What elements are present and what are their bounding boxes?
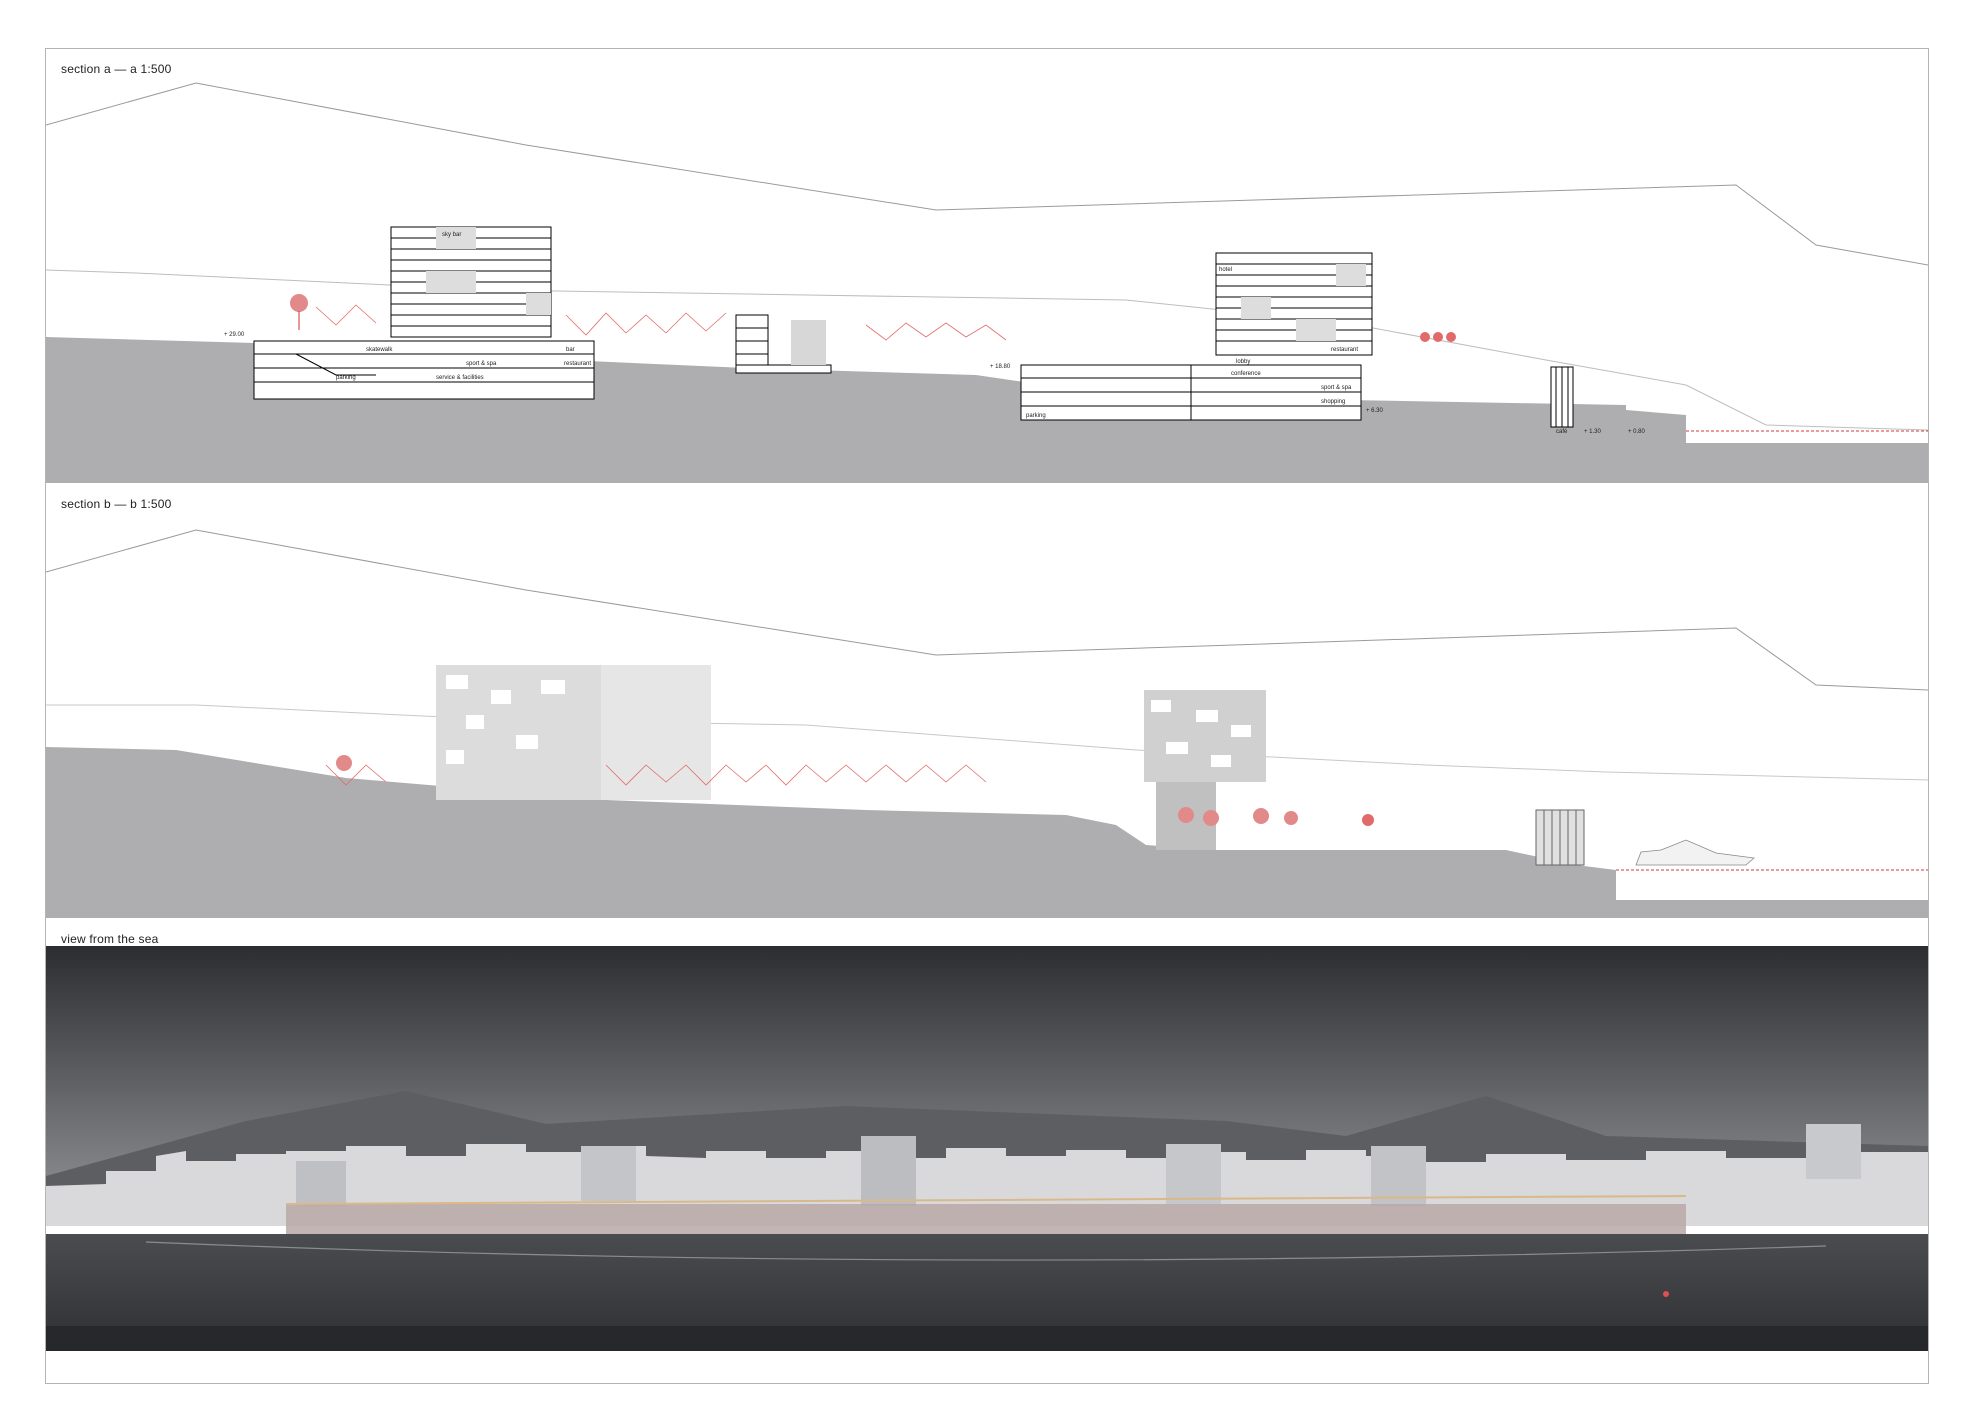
room-service: service & facilities: [436, 375, 484, 381]
cafe-structure-a: [1550, 366, 1574, 428]
hill-outline-b: [46, 704, 1928, 781]
canopy-lattice-b: [325, 764, 987, 786]
section-b-drawing: [46, 529, 1928, 918]
mountain-outline-a: [46, 82, 1928, 266]
middle-building-a: [735, 314, 832, 374]
room-restaurant-right: restaurant: [1331, 347, 1358, 353]
room-conference: conference: [1231, 371, 1261, 377]
room-sky-bar: sky bar: [442, 232, 461, 238]
level-top-a: + 29.00: [224, 332, 245, 338]
level-low-a: + 1.30: [1584, 429, 1602, 435]
shoreline-curve: [145, 1241, 1827, 1261]
red-light: [1663, 1291, 1669, 1297]
section-b-title: section b — b 1:500: [61, 497, 172, 511]
room-hotel: hotel: [1219, 267, 1232, 273]
sea-view-render: [46, 946, 1928, 1351]
room-bar: bar: [566, 347, 575, 353]
yacht-b: [1635, 839, 1755, 866]
trees-b: [336, 755, 1374, 826]
room-cafe: café: [1556, 429, 1568, 435]
right-building-b: [1144, 690, 1266, 850]
room-parking-left: parking: [336, 375, 356, 381]
section-a-title: section a — a 1:500: [61, 62, 172, 76]
level-sea-a: + 0.80: [1628, 429, 1646, 435]
level-lower-a: + 6.30: [1366, 408, 1384, 414]
level-mid-a: + 18.80: [990, 364, 1011, 370]
right-tower-a: [1215, 252, 1373, 356]
mountain-outline-b: [46, 529, 1928, 691]
room-sport-spa-right: sport & spa: [1321, 385, 1352, 391]
right-podium-a: [1020, 364, 1362, 421]
room-parking-right: parking: [1026, 413, 1046, 419]
left-building-b: [436, 665, 711, 800]
room-shopping: shopping: [1321, 399, 1345, 405]
room-lobby: lobby: [1236, 359, 1250, 365]
lit-towers: [296, 1124, 1861, 1206]
room-skatewalk: skatewalk: [366, 347, 393, 353]
room-restaurant-left: restaurant: [564, 361, 591, 367]
shore-pavilion-b: [1535, 809, 1585, 866]
ground-b: [46, 747, 1928, 918]
canopy-lattice-a: [315, 304, 1007, 341]
promenade-glow: [285, 1195, 1687, 1205]
trees-a: [290, 294, 1456, 342]
room-sport-spa-left: sport & spa: [466, 361, 497, 367]
waterfront-promenade: [286, 1204, 1686, 1234]
left-podium-a: [253, 340, 595, 400]
section-a-drawing: + 29.00 + 18.80 + 6.30 + 1.30 + 0.80 sky…: [46, 82, 1928, 483]
sea-reflection-band: [46, 1326, 1928, 1351]
left-tower-a: [390, 226, 552, 338]
sea-view-title: view from the sea: [61, 932, 159, 946]
